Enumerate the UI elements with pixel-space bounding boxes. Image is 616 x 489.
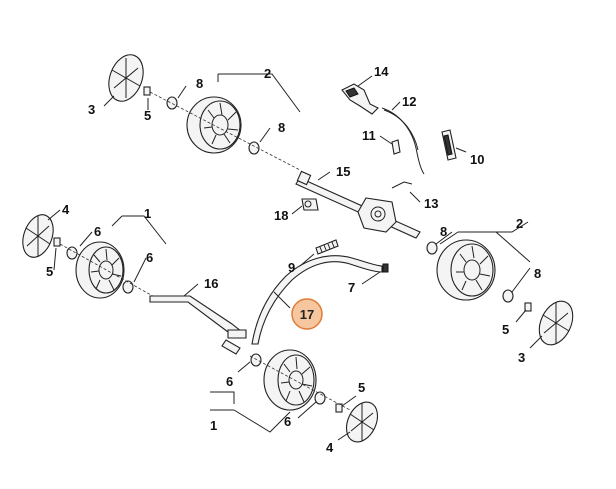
bushing-bottom-b bbox=[314, 391, 326, 405]
callout-16[interactable]: 16 bbox=[204, 276, 218, 291]
callout-6-left-b[interactable]: 6 bbox=[146, 250, 153, 265]
callout-6-bottom-a[interactable]: 6 bbox=[226, 374, 233, 389]
screw-top bbox=[143, 86, 151, 96]
highlighted-callout-17[interactable]: 17 bbox=[291, 298, 323, 330]
pin-7 bbox=[382, 263, 389, 273]
grip-9 bbox=[315, 239, 339, 255]
cover-10[interactable] bbox=[441, 129, 457, 161]
callout-7[interactable]: 7 bbox=[348, 280, 355, 295]
callout-4-bottom[interactable]: 4 bbox=[326, 440, 334, 455]
callout-1-left[interactable]: 1 bbox=[144, 206, 151, 221]
callout-6-bottom-b[interactable]: 6 bbox=[284, 414, 291, 429]
callout-17: 17 bbox=[300, 307, 314, 322]
wheel-bottom[interactable] bbox=[263, 349, 317, 411]
bushing-top-b bbox=[248, 141, 260, 155]
bracket-14[interactable] bbox=[341, 83, 379, 115]
front-axle[interactable] bbox=[149, 295, 247, 355]
cable-12[interactable] bbox=[381, 107, 425, 175]
screw-left bbox=[53, 237, 61, 247]
bushing-top-a bbox=[166, 96, 178, 110]
callout-8-top-a[interactable]: 8 bbox=[196, 76, 203, 91]
callout-9[interactable]: 9 bbox=[288, 260, 295, 275]
callout-8-top-b[interactable]: 8 bbox=[278, 120, 285, 135]
bushing-left-b bbox=[122, 280, 134, 294]
hubcap-right[interactable] bbox=[533, 296, 580, 350]
callout-2-right[interactable]: 2 bbox=[516, 216, 523, 231]
callout-1-bottom[interactable]: 1 bbox=[210, 418, 217, 433]
callout-5-top[interactable]: 5 bbox=[144, 108, 151, 123]
callout-18[interactable]: 18 bbox=[274, 208, 288, 223]
rod-13 bbox=[391, 181, 413, 189]
gear-housing[interactable] bbox=[357, 197, 397, 233]
screw-right bbox=[524, 302, 532, 312]
callout-5-bottom[interactable]: 5 bbox=[358, 380, 365, 395]
bushing-bottom-a bbox=[250, 353, 262, 367]
hubcap-left[interactable] bbox=[17, 211, 58, 262]
callout-12[interactable]: 12 bbox=[402, 94, 416, 109]
callout-15[interactable]: 15 bbox=[336, 164, 350, 179]
callout-5-right[interactable]: 5 bbox=[502, 322, 509, 337]
leader-lines bbox=[47, 73, 543, 441]
callout-5-left[interactable]: 5 bbox=[46, 264, 53, 279]
callout-11[interactable]: 11 bbox=[362, 128, 376, 143]
callout-10[interactable]: 10 bbox=[470, 152, 484, 167]
wheel-right[interactable] bbox=[436, 239, 496, 301]
hubcap-top[interactable] bbox=[103, 50, 149, 106]
screw-bottom bbox=[335, 403, 343, 413]
bushing-right-b bbox=[502, 289, 514, 303]
bushing-right-a bbox=[426, 241, 438, 255]
hubcap-bottom[interactable] bbox=[340, 397, 383, 447]
clip-18 bbox=[301, 198, 319, 211]
handle-17[interactable] bbox=[251, 255, 383, 345]
callout-14[interactable]: 14 bbox=[374, 64, 389, 79]
bushing-left-a bbox=[66, 246, 78, 260]
callout-3-top[interactable]: 3 bbox=[88, 102, 95, 117]
callout-8-right-a[interactable]: 8 bbox=[440, 224, 447, 239]
callout-6-left-a[interactable]: 6 bbox=[94, 224, 101, 239]
callout-8-right-b[interactable]: 8 bbox=[534, 266, 541, 281]
callout-4-left[interactable]: 4 bbox=[62, 202, 70, 217]
clip-11 bbox=[391, 139, 401, 155]
callout-2-top[interactable]: 2 bbox=[264, 66, 271, 81]
callout-labels: 2 8 8 3 5 14 12 11 10 15 13 18 4 1 6 6 5… bbox=[46, 64, 541, 455]
callout-3-right[interactable]: 3 bbox=[518, 350, 525, 365]
wheel-left[interactable] bbox=[75, 241, 125, 299]
callout-13[interactable]: 13 bbox=[424, 196, 438, 211]
